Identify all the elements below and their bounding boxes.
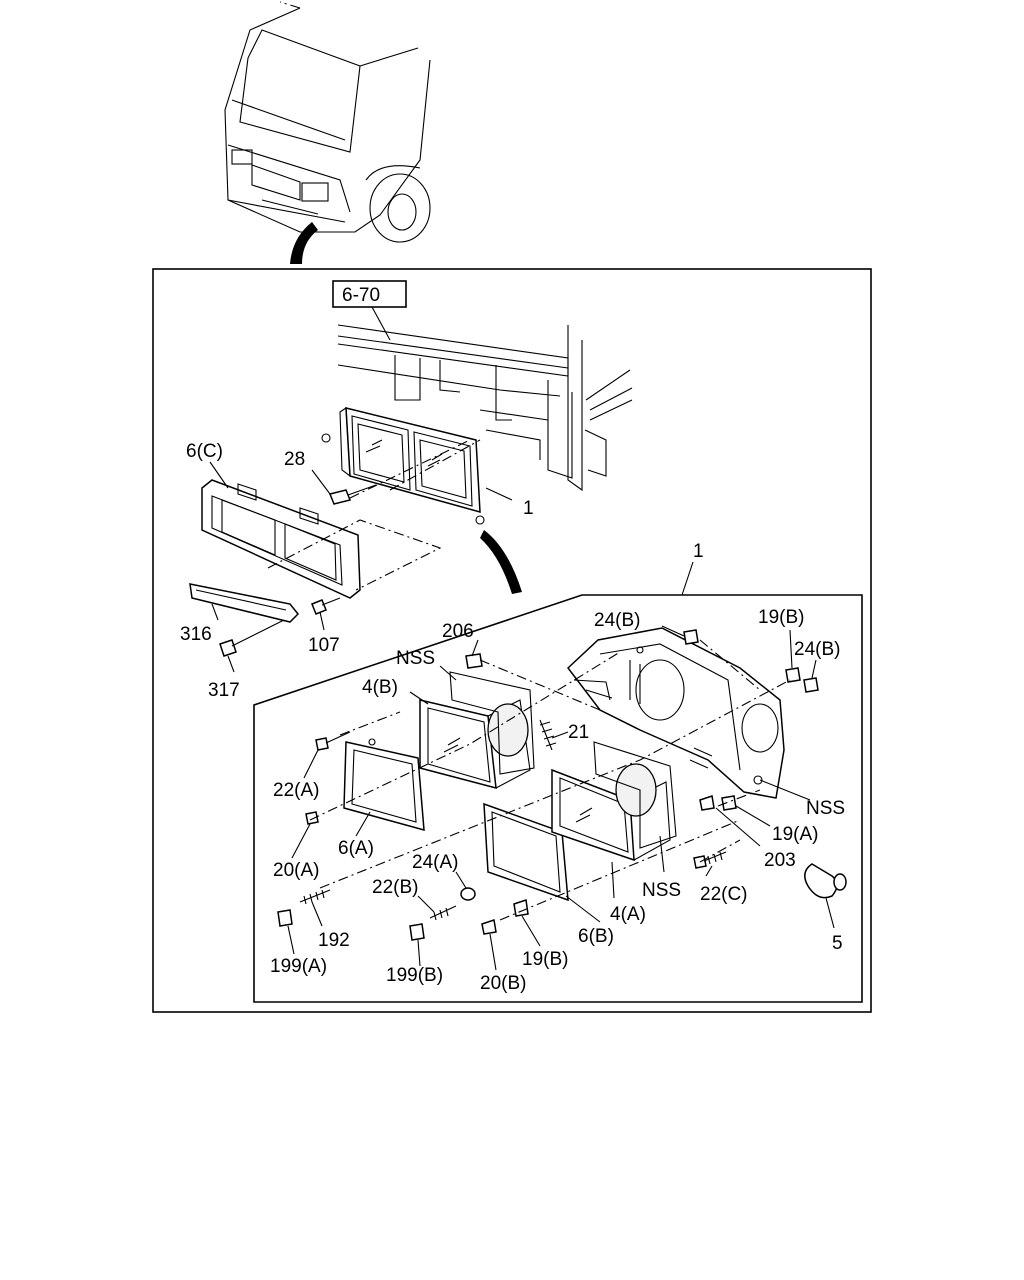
label-24b-right: 24(B) [794,639,840,660]
label-6c: 6(C) [186,441,223,462]
headlamp-unit-4a [551,763,671,862]
detail-frame [253,594,863,1003]
nut-24b-right [803,677,819,693]
screw-22a [315,731,351,751]
clip-206 [465,653,483,669]
screw-20a [305,811,319,825]
label-28: 28 [284,449,305,470]
label-24a: 24(A) [412,852,458,873]
mounting-frame [337,324,633,492]
nut-24b-top [683,629,699,645]
label-203: 203 [764,850,796,871]
bulb-5 [804,863,847,899]
label-21: 21 [568,722,589,743]
assembled-headlamp-housing [321,407,485,525]
bezel-6b [483,802,569,902]
screw-317 [219,639,237,657]
screw-20b [481,919,497,935]
truck-cab-illustration [224,1,431,243]
label-6b: 6(B) [578,926,614,947]
screw-22b [429,905,457,921]
label-107: 107 [308,635,340,656]
screw-22c [693,851,727,869]
label-5: 5 [832,933,843,954]
label-1-top: 1 [523,498,534,519]
screw-192 [299,889,331,905]
label-206: 206 [442,621,474,642]
label-24b-top: 24(B) [594,610,640,631]
main-frame [152,268,872,1013]
adjuster-screw-21 [539,719,557,751]
screw-107 [311,599,327,615]
label-6a: 6(A) [338,838,374,859]
label-4b: 4(B) [362,677,398,698]
nut-19b-low [513,899,529,917]
label-19b-low: 19(B) [522,949,568,970]
label-316: 316 [180,624,212,645]
label-317: 317 [208,680,240,701]
label-22c: 22(C) [700,884,748,905]
label-19b-right: 19(B) [758,607,804,628]
trim-strip-316 [189,583,300,623]
label-20b: 20(B) [480,973,526,994]
label-199a: 199(A) [270,956,327,977]
callout-arrow-top [290,222,318,264]
label-nss-right: NSS [806,798,845,819]
housing-bracket [566,627,785,799]
nss-gasket-mid [593,741,677,849]
label-22b: 22(B) [372,877,418,898]
bezel-6c [201,479,361,599]
nut-24a [460,887,476,901]
callout-arrow-detail [480,530,522,594]
label-19a: 19(A) [772,824,818,845]
screw-203 [699,795,715,811]
headlamp-unit-4b [419,699,531,790]
bolt-28 [328,484,377,505]
label-199b: 199(B) [386,965,443,986]
label-20a: 20(A) [273,860,319,881]
label-4a: 4(A) [610,904,646,925]
label-nss-top: NSS [396,648,435,669]
nut-19b-right [785,667,801,683]
label-nss-mid: NSS [642,880,681,901]
bezel-6a [343,738,425,832]
nss-gasket-top [449,671,535,775]
nut-199a [277,909,293,927]
label-192: 192 [318,930,350,951]
nut-19a [721,795,737,811]
reference-box-label: 6-70 [342,285,380,306]
nut-199b [409,923,425,941]
label-22a: 22(A) [273,780,319,801]
reference-box [332,280,407,308]
label-1-detail: 1 [693,541,704,562]
